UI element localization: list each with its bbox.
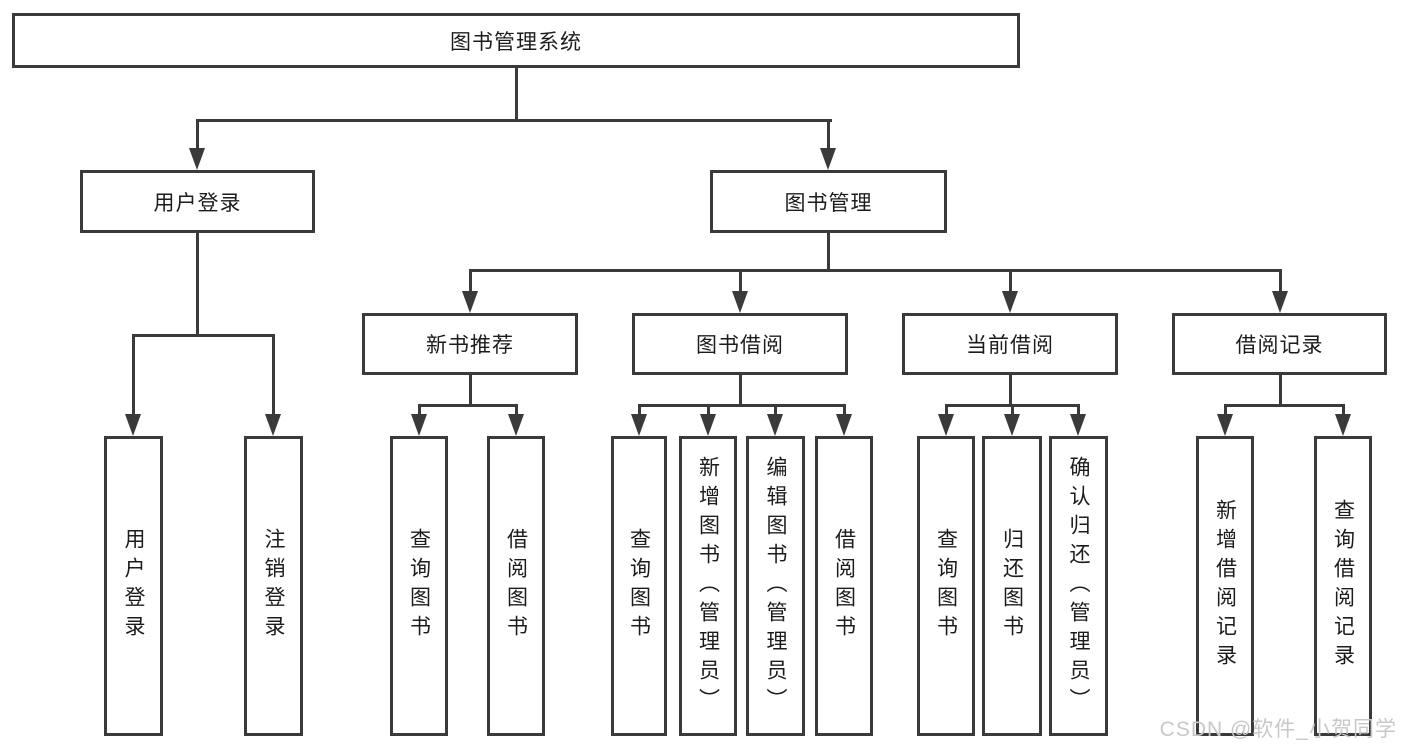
connector-user-login-rail bbox=[132, 334, 275, 337]
leaf-recommend-borrow-books: 借阅图书 bbox=[487, 436, 545, 736]
arrow-user-login bbox=[189, 148, 205, 170]
connector-root-rail bbox=[196, 119, 832, 122]
arrow-borrow-borrow bbox=[836, 414, 852, 436]
connector-book-management-stem bbox=[827, 233, 830, 271]
connector-drop-current-return bbox=[1011, 404, 1014, 416]
connector-records-stem bbox=[1279, 375, 1282, 406]
connector-user-login-stem bbox=[196, 233, 199, 335]
arrow-leaf-logout bbox=[265, 414, 281, 436]
arrow-borrow-records bbox=[1272, 291, 1288, 313]
connector-current-stem bbox=[1009, 375, 1012, 406]
leaf-borrow-query-books: 查询图书 bbox=[611, 436, 667, 736]
arrow-current-return bbox=[1004, 414, 1020, 436]
arrow-current-confirm bbox=[1070, 414, 1086, 436]
node-new-book-recommend: 新书推荐 bbox=[362, 313, 578, 375]
connector-drop-current-confirm bbox=[1077, 404, 1080, 416]
arrow-borrow-query bbox=[631, 414, 647, 436]
connector-recommend-rail bbox=[418, 404, 518, 407]
connector-drop-leaf-user-login bbox=[132, 334, 135, 416]
connector-drop-borrow-records bbox=[1279, 269, 1282, 293]
arrow-records-query bbox=[1335, 414, 1351, 436]
arrow-new-book-recommend bbox=[462, 291, 478, 313]
node-book-management: 图书管理 bbox=[710, 170, 947, 233]
leaf-borrow-borrow-books: 借阅图书 bbox=[815, 436, 873, 736]
arrow-records-add bbox=[1217, 414, 1233, 436]
leaf-records-add: 新增借阅记录 bbox=[1196, 436, 1254, 736]
node-current-borrow: 当前借阅 bbox=[902, 313, 1118, 375]
connector-records-rail bbox=[1224, 404, 1344, 407]
leaf-recommend-query-books: 查询图书 bbox=[390, 436, 448, 736]
connector-drop-borrow-edit bbox=[774, 404, 777, 416]
connector-borrow-stem bbox=[739, 375, 742, 406]
connector-drop-borrow-query bbox=[638, 404, 641, 416]
connector-drop-user-login bbox=[196, 119, 199, 149]
leaf-borrow-edit-books-admin: 编辑图书（管理员） bbox=[746, 436, 805, 736]
arrow-leaf-user-login bbox=[125, 414, 141, 436]
connector-book-management-rail bbox=[469, 269, 1282, 272]
leaf-borrow-add-books-admin: 新增图书（管理员） bbox=[679, 436, 737, 736]
node-book-borrow: 图书借阅 bbox=[632, 313, 848, 375]
arrow-borrow-add bbox=[700, 414, 716, 436]
connector-drop-new-book-recommend bbox=[469, 269, 472, 293]
connector-drop-recommend-query bbox=[418, 404, 421, 416]
leaf-current-confirm-return-admin: 确认归还（管理员） bbox=[1049, 436, 1108, 736]
leaf-logout: 注销登录 bbox=[244, 436, 303, 736]
arrow-recommend-query bbox=[411, 414, 427, 436]
leaf-current-return-books: 归还图书 bbox=[982, 436, 1042, 736]
leaf-current-query-books: 查询图书 bbox=[917, 436, 975, 736]
arrow-current-borrow bbox=[1002, 291, 1018, 313]
connector-drop-records-add bbox=[1224, 404, 1227, 416]
arrow-book-borrow bbox=[732, 291, 748, 313]
connector-drop-book-management bbox=[827, 119, 830, 149]
connector-root-stem bbox=[515, 68, 518, 120]
connector-drop-borrow-add bbox=[707, 404, 710, 416]
arrow-book-management bbox=[820, 148, 836, 170]
connector-drop-book-borrow bbox=[739, 269, 742, 293]
connector-recommend-stem bbox=[469, 375, 472, 406]
connector-borrow-rail bbox=[638, 404, 846, 407]
connector-drop-records-query bbox=[1342, 404, 1345, 416]
connector-drop-current-query bbox=[945, 404, 948, 416]
leaf-records-query: 查询借阅记录 bbox=[1314, 436, 1372, 736]
arrow-current-query bbox=[938, 414, 954, 436]
node-borrow-records: 借阅记录 bbox=[1172, 313, 1387, 375]
node-root: 图书管理系统 bbox=[12, 13, 1020, 68]
connector-drop-borrow-borrow bbox=[843, 404, 846, 416]
connector-drop-leaf-logout bbox=[272, 334, 275, 416]
connector-drop-current-borrow bbox=[1009, 269, 1012, 293]
arrow-recommend-borrow bbox=[508, 414, 524, 436]
node-user-login: 用户登录 bbox=[80, 170, 315, 233]
connector-drop-recommend-borrow bbox=[515, 404, 518, 416]
leaf-user-login: 用户登录 bbox=[104, 436, 163, 736]
arrow-borrow-edit bbox=[767, 414, 783, 436]
